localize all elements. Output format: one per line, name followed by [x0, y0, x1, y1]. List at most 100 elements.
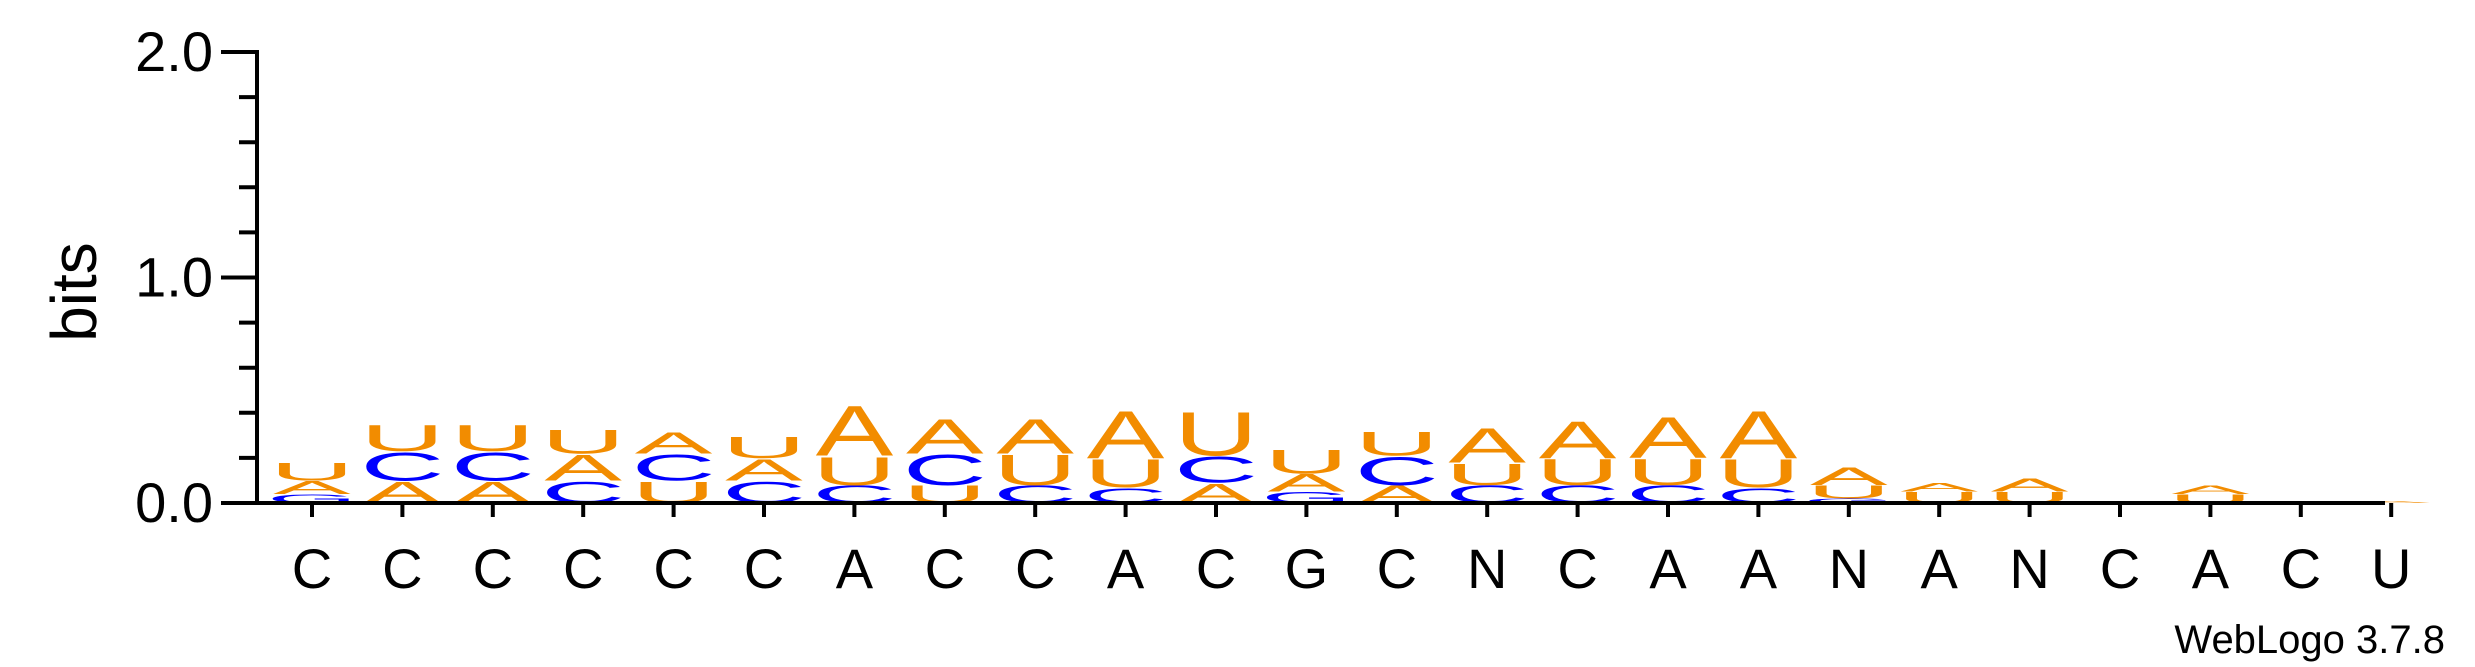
svg-text:U: U — [1445, 457, 1529, 492]
y-tick-label: 2.0 — [135, 20, 213, 83]
logo-letter-u: U — [1626, 452, 1710, 493]
svg-text:U: U — [1355, 425, 1439, 463]
position-label: C — [653, 537, 693, 600]
position-label: A — [836, 537, 874, 600]
y-axis: 0.01.02.0 — [135, 20, 259, 534]
logo-letter-u: U — [451, 418, 535, 459]
svg-text:A: A — [1087, 397, 1165, 473]
logo-letter-a: A — [816, 392, 894, 471]
position-label: C — [744, 537, 784, 600]
logo-letter-a: A — [906, 409, 984, 464]
svg-text:A: A — [906, 409, 984, 464]
logo-letter-u: U — [812, 449, 896, 494]
position-label: U — [2371, 537, 2411, 600]
logo-letter-a: A — [544, 447, 622, 488]
logo-letter-u: U — [270, 458, 354, 486]
logo-letter-a: A — [1629, 405, 1707, 471]
position-label: N — [1467, 537, 1507, 600]
logo-letter-a: A — [725, 453, 803, 488]
svg-text:C: C — [632, 447, 716, 488]
svg-text:U: U — [1807, 482, 1891, 503]
logo-letter-u: U — [1084, 451, 1168, 496]
logo-letter-u: U — [1445, 457, 1529, 492]
logo-letter-a: A — [1900, 481, 1979, 495]
position-label: C — [382, 537, 422, 600]
weblogo-credit: WebLogo 3.7.8 — [2174, 618, 2445, 662]
logo-letter-c: C — [1174, 450, 1258, 491]
svg-text:U: U — [1174, 400, 1258, 469]
position-label: C — [1377, 537, 1417, 600]
position-label: C — [292, 537, 332, 600]
svg-text:A: A — [1810, 463, 1888, 491]
logo-letter-a: A — [1268, 469, 1346, 497]
logo-letter-u: U — [1807, 482, 1891, 503]
position-label: C — [1557, 537, 1597, 600]
svg-text:A: A — [1991, 475, 2069, 496]
logo-letter-c: C — [632, 447, 716, 488]
svg-text:U: U — [270, 458, 354, 486]
svg-text:C: C — [1355, 449, 1439, 494]
logo-letter-a: A — [1087, 397, 1165, 473]
svg-text:A: A — [816, 392, 894, 471]
logo-letter-u: U — [1536, 452, 1620, 493]
svg-text:U: U — [1626, 452, 1710, 493]
position-label: C — [563, 537, 603, 600]
svg-text:U: U — [1264, 443, 1348, 481]
logo-letter-u: U — [722, 430, 806, 465]
svg-text:U: U — [541, 423, 625, 461]
svg-text:U: U — [812, 449, 896, 494]
logo-letter-a: A — [2352, 500, 2430, 503]
logo-letter-a: A — [1720, 397, 1798, 473]
svg-text:A: A — [2172, 483, 2251, 497]
logo-letter-a: A — [635, 426, 713, 461]
logo-letter-u: U — [1355, 425, 1439, 463]
position-label: C — [1196, 537, 1236, 600]
logo-letter-a: A — [1991, 475, 2069, 496]
logo-letter-c: C — [360, 444, 444, 489]
position-label: N — [2009, 537, 2049, 600]
svg-text:U: U — [451, 418, 535, 459]
svg-text:A: A — [273, 477, 351, 498]
svg-text:C: C — [903, 446, 987, 495]
logo-letter-g: G — [1804, 497, 1895, 504]
svg-text:A: A — [1900, 481, 1979, 495]
svg-text:C: C — [360, 444, 444, 489]
logo-letter-c: C — [903, 446, 987, 495]
svg-text:A: A — [725, 453, 803, 488]
position-label: A — [1740, 537, 1778, 600]
logo-letter-a: A — [1539, 411, 1618, 470]
position-label: C — [925, 537, 965, 600]
svg-text:A: A — [1268, 469, 1346, 497]
y-tick-label: 1.0 — [135, 246, 213, 309]
position-label: A — [1107, 537, 1145, 600]
logo-letter-a: A — [1448, 418, 1526, 473]
svg-text:A: A — [1629, 405, 1707, 471]
position-label: C — [473, 537, 513, 600]
svg-text:U: U — [1536, 452, 1620, 493]
logo-letter-a: A — [1810, 463, 1888, 491]
logo-letter-u: U — [1264, 443, 1348, 481]
position-label: G — [1285, 537, 1329, 600]
letter-stacks: GAUACUACUCAUUCACAUCUAUCACUACUAACUGAUACUC… — [267, 392, 2430, 510]
position-label: A — [1649, 537, 1687, 600]
position-label: C — [2281, 537, 2321, 600]
logo-letter-c: C — [451, 444, 535, 489]
y-axis-title: bits — [38, 242, 110, 342]
logo-letter-a: A — [996, 409, 1074, 464]
svg-text:U: U — [722, 430, 806, 465]
logo-letter-c: C — [1355, 449, 1439, 494]
svg-text:U: U — [993, 446, 1077, 495]
svg-text:C: C — [451, 444, 535, 489]
svg-text:U: U — [1084, 451, 1168, 496]
svg-text:A: A — [1448, 418, 1526, 473]
position-label: N — [1829, 537, 1869, 600]
svg-text:A: A — [1539, 411, 1618, 470]
logo-letter-u: U — [993, 446, 1077, 495]
svg-text:A: A — [2352, 500, 2430, 503]
svg-text:A: A — [1720, 397, 1798, 473]
svg-text:U: U — [1716, 451, 1800, 496]
svg-text:U: U — [360, 418, 444, 459]
svg-text:G: G — [1804, 497, 1895, 504]
